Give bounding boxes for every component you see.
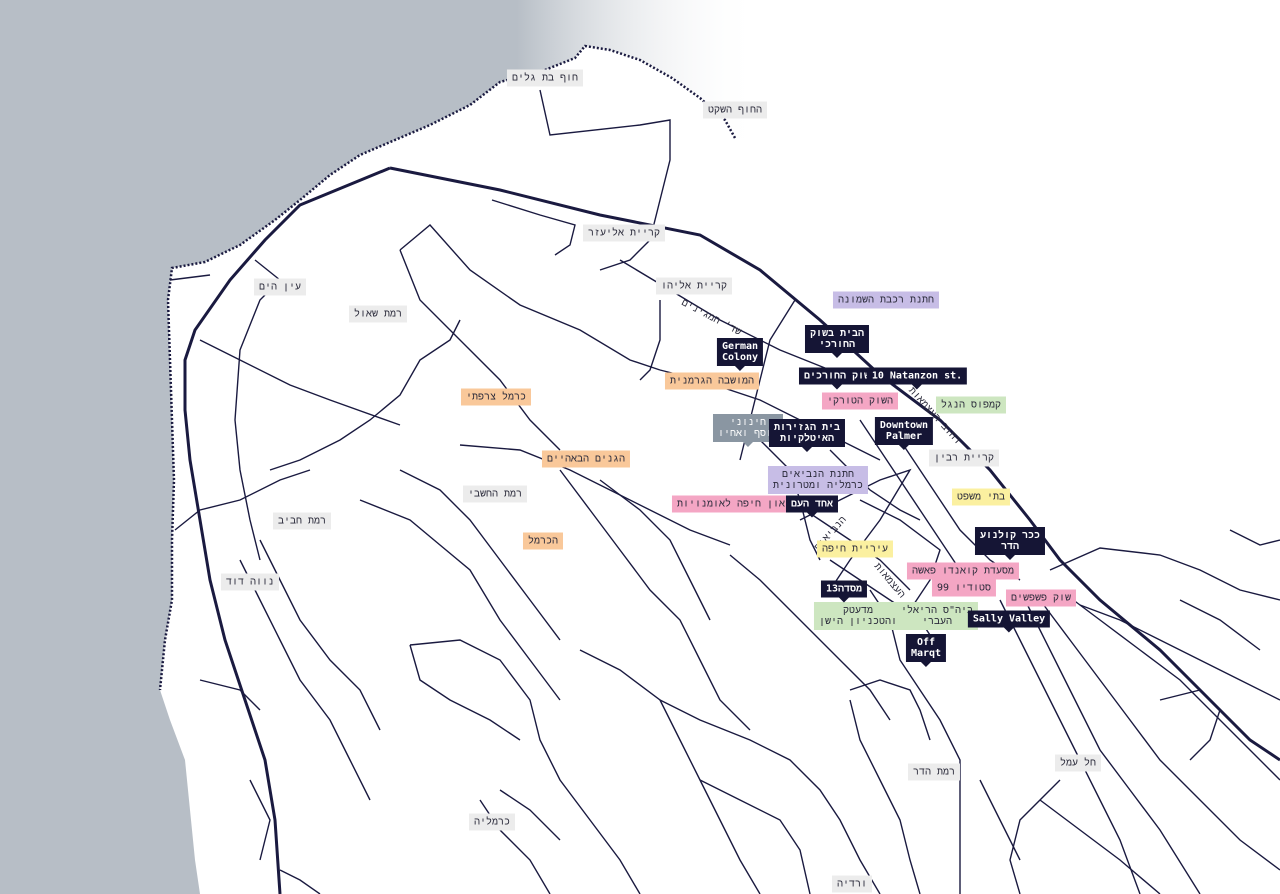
area-label-ramat-shaul: רמת שאול (348, 305, 408, 323)
spot-marker-bishuk[interactable]: הבית בשוק החורכי (804, 325, 870, 358)
spot-marker-sally-valley[interactable]: Sally Valley (967, 610, 1051, 633)
poi-label-iriya[interactable]: עיריית חיפה (816, 540, 894, 558)
spot-marker-ahad-haam[interactable]: אחד העם (785, 495, 839, 518)
area-label-ein-hayam: עין הים (253, 278, 307, 296)
highway-main (183, 166, 391, 894)
spot-marker-misada13[interactable]: מסדה13 (820, 580, 868, 603)
poi-label-turkish-market[interactable]: השוק הטורקי (821, 392, 899, 410)
area-label-hal-amal: חל עמל (1054, 754, 1102, 772)
poi-label-madatech[interactable]: מדעטק והטכניון הישן (813, 602, 903, 630)
area-label-kiryat-eliezer: קריית אליעזר (582, 224, 666, 242)
road-network (169, 89, 1280, 894)
area-label-neve-david: נווה דוד (220, 573, 280, 591)
area-label-vardia: ורדיה (831, 875, 873, 893)
spot-marker-off-marqt[interactable]: Off Marqt (905, 634, 947, 667)
area-label-kiryat-eliyahu: קריית אליהו (655, 277, 733, 295)
coastline (158, 44, 737, 691)
poi-label-shmona-station[interactable]: חתנת רכבת השמונה (832, 291, 940, 309)
poi-label-flea-market[interactable]: שוק פשפשים (1005, 589, 1077, 607)
poi-label-kundera[interactable]: מסעדת קואנדו פאשה (906, 562, 1020, 580)
sea-area (0, 0, 760, 894)
area-label-kiryat-rabin: קריית רבין (928, 449, 1000, 467)
poi-label-courts[interactable]: בתי משפט (951, 488, 1011, 506)
area-label-carmelia: כרמליה (468, 813, 516, 831)
poi-label-bahai-gardens[interactable]: הגנים הבאהיים (541, 450, 631, 468)
poi-marker-yosef-vaaniv[interactable]: חינוני יוסף ואחיו (712, 414, 784, 447)
spot-marker-shuk-hahorchim[interactable]: שוק החורכים (798, 367, 876, 390)
spot-marker-german-colony[interactable]: German Colony (716, 338, 764, 371)
poi-label-hacarmel[interactable]: הכרמל (522, 532, 564, 550)
poi-label-german-colony-he[interactable]: המושבה הגרמנית (664, 372, 760, 390)
spot-marker-natanzon[interactable]: 10 Natanzon st. (866, 367, 968, 390)
poi-label-studio99[interactable]: סטודיו 99 (931, 579, 997, 597)
area-label-ramat-haviv: רמת חביב (272, 512, 332, 530)
poi-label-hangal-campus[interactable]: קמפוס הנגל (935, 396, 1007, 414)
spot-marker-downtown-palmer[interactable]: Downtown Palmer (874, 417, 934, 450)
area-label-bat-galim: חוף בת גלים (506, 69, 584, 87)
area-label-ramat-hadar: רמת הדר (907, 763, 961, 781)
area-label-hashaket: החוף השקט (702, 101, 768, 119)
spot-marker-beit-hagzirot[interactable]: בית הגזירות האיטלקיות (768, 419, 846, 452)
poi-label-neviim-station[interactable]: חתנת הנביאים כרמליה ומטרונית (767, 466, 869, 494)
poi-label-carmel-zarfati[interactable]: כרמל צרפתי (460, 388, 532, 406)
spot-marker-kikar-kolnoa[interactable]: ככר קולנוע הדר (974, 527, 1046, 560)
area-label-ramat-hashavi: רמת החשבי (462, 485, 528, 503)
poi-label-reali[interactable]: ביה"ס הריאלי העברי (895, 602, 979, 630)
